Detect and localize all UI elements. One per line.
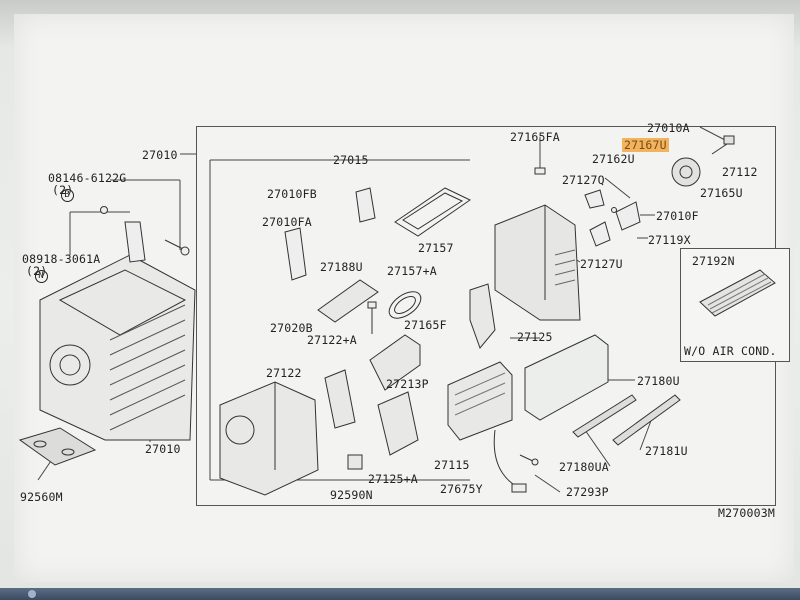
label-bolt2-prefix: N — [6, 253, 48, 297]
gasket-27157 — [394, 187, 471, 237]
lever-27127u — [589, 221, 611, 247]
label-27010-bottom: 27010 — [145, 442, 181, 456]
label-bolt1-qty: (2) — [52, 183, 74, 197]
part-27125 — [469, 283, 496, 349]
label-27125: 27125 — [517, 330, 553, 344]
label-27165f: 27165F — [404, 318, 447, 332]
heater-unit-lower — [219, 381, 319, 496]
label-27157: 27157 — [418, 241, 454, 255]
label-27010fb: 27010FB — [267, 187, 317, 201]
strip-27180ua — [572, 394, 637, 438]
label-92590n: 92590N — [330, 488, 373, 502]
label-27165fa: 27165FA — [510, 130, 560, 144]
pad-92560m — [18, 427, 97, 466]
part-27125a — [377, 391, 419, 456]
label-27293p: 27293P — [566, 485, 609, 499]
heater-unit-left — [39, 254, 196, 441]
label-27181u: 27181U — [645, 444, 688, 458]
evaporator-cover-27180u — [524, 334, 609, 421]
label-27127q: 27127Q — [562, 173, 605, 187]
label-bolt2: 08918-3061A — [22, 252, 101, 266]
bracket-27010fa — [284, 227, 307, 281]
label-27180u: 27180U — [637, 374, 680, 388]
label-27165u: 27165U — [700, 186, 743, 200]
clip-92590n — [347, 454, 363, 470]
diagram-id: M270003M — [718, 506, 775, 520]
label-27020b: 27020B — [270, 321, 313, 335]
leader-27010a — [699, 126, 726, 141]
label-27192n: 27192N — [692, 254, 735, 268]
label-27162u: 27162U — [592, 152, 635, 166]
duct-27213p — [369, 334, 421, 391]
heater-core-27115 — [447, 361, 513, 441]
label-27157a: 27157+A — [387, 264, 437, 278]
label-27122a: 27122+A — [307, 333, 357, 347]
label-bolt1: 08146-6122G — [48, 171, 127, 185]
label-bolt2-qty: (2) — [26, 264, 48, 278]
label-27112: 27112 — [722, 165, 758, 179]
part-27188u — [317, 279, 379, 323]
strip-27181u — [612, 394, 681, 446]
label-27010-top: 27010 — [142, 148, 178, 162]
sensor-wire — [493, 429, 539, 493]
label-27122: 27122 — [266, 366, 302, 380]
bracket-left — [100, 206, 190, 263]
gasket-27157a — [388, 291, 422, 319]
label-27010fa: 27010FA — [262, 215, 312, 229]
bracket-27010fb — [355, 187, 376, 223]
label-27125a: 27125+A — [368, 472, 418, 486]
label-27188u: 27188U — [320, 260, 363, 274]
label-27115: 27115 — [434, 458, 470, 472]
start-icon[interactable] — [28, 590, 36, 598]
label-27180ua: 27180UA — [559, 460, 609, 474]
link-27127q — [584, 189, 617, 213]
label-bolt1-prefix: B — [32, 172, 74, 216]
label-wo-aircond: W/O AIR COND. — [684, 344, 777, 358]
air-filter-27192n — [699, 269, 776, 317]
label-27675y: 27675Y — [440, 482, 483, 496]
part-27122 — [324, 369, 356, 429]
blower-case — [494, 204, 581, 321]
label-92560m: 92560M — [20, 490, 63, 504]
screw-27165f — [367, 301, 377, 334]
label-27213p: 27213P — [386, 377, 429, 391]
label-27127u: 27127U — [580, 257, 623, 271]
label-27119x: 27119X — [648, 233, 691, 247]
actuator-27112 — [671, 135, 735, 187]
label-27010f: 27010F — [656, 209, 699, 223]
label-27167u: 27167U — [622, 138, 669, 152]
screw-27165fa — [534, 167, 546, 175]
label-27015: 27015 — [333, 153, 369, 167]
label-27010a: 27010A — [647, 121, 690, 135]
bracket-27010f — [615, 201, 641, 231]
taskbar — [0, 588, 800, 600]
